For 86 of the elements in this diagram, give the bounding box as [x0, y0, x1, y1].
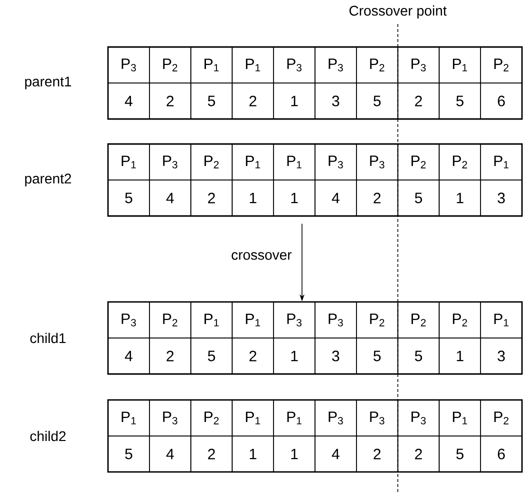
table-cell: P$_{1}$: [480, 302, 522, 338]
table-cell: 2: [397, 82, 440, 120]
table-cell: P$_{3}$: [314, 302, 357, 338]
table-cell: 3: [314, 82, 357, 120]
table-cell: P$_{1}$: [273, 400, 316, 436]
table-cell: P$_{3}$: [314, 400, 357, 436]
table-cell: P$_{3}$: [108, 46, 150, 84]
table-cell: 1: [438, 338, 481, 374]
table-cell: P$_{3}$: [397, 400, 440, 436]
table-cell: 2: [356, 436, 398, 472]
table-cell: P$_{2}$: [149, 302, 192, 338]
table-cell: P$_{3}$: [273, 302, 316, 338]
table-cell: 5: [397, 338, 440, 374]
table-cell: 1: [273, 338, 316, 374]
table-cell: 1: [273, 82, 316, 120]
table-cell: P$_{3}$: [397, 46, 440, 84]
table-cell: 2: [356, 180, 398, 216]
table-cell: P$_{3}$: [149, 144, 192, 180]
table-cell: 5: [356, 338, 398, 374]
table-cell: P$_{1}$: [480, 144, 522, 180]
edge-label: crossover: [232, 252, 292, 260]
table-cell: 1: [273, 436, 316, 472]
table-cell: P$_{1}$: [232, 302, 274, 338]
table-cell: 4: [314, 180, 357, 216]
table-cell: 5: [397, 180, 440, 216]
table-cell: P$_{2}$: [480, 46, 522, 84]
table-cell: 2: [149, 82, 192, 120]
table-cell: P$_{3}$: [314, 46, 357, 84]
table-cell: 2: [232, 338, 274, 374]
table-cell: 2: [190, 180, 233, 216]
table-cell: 2: [397, 436, 440, 472]
table-cell: 5: [438, 82, 481, 120]
table-cell: P$_{1}$: [108, 400, 150, 436]
table-cell: 3: [314, 338, 357, 374]
row-label: parent1: [25, 76, 72, 90]
table-cell: P$_{2}$: [397, 144, 440, 180]
table-cell: 5: [108, 436, 150, 472]
table-cell: 1: [273, 180, 316, 216]
table-cell: 5: [108, 180, 150, 216]
table-cell: P$_{1}$: [232, 400, 274, 436]
table-cell: P$_{1}$: [232, 46, 274, 84]
table-cell: 1: [438, 180, 481, 216]
table-cell: 4: [108, 338, 150, 374]
table-cell: P$_{1}$: [190, 302, 233, 338]
table-cell: 3: [480, 180, 522, 216]
table-cell: 5: [356, 82, 398, 120]
table-cell: 5: [190, 338, 233, 374]
table-cell: P$_{3}$: [149, 400, 192, 436]
table-cell: P$_{1}$: [108, 144, 150, 180]
table-cell: 6: [480, 82, 522, 120]
table-cell: 2: [190, 436, 233, 472]
table-cell: 4: [149, 436, 192, 472]
table-cell: P$_{1}$: [273, 144, 316, 180]
table-cell: P$_{2}$: [356, 302, 398, 338]
table-cell: P$_{1}$: [232, 144, 274, 180]
table-cell: 4: [108, 82, 150, 120]
table-cell: P$_{2}$: [190, 144, 233, 180]
table-cell: P$_{2}$: [149, 46, 192, 84]
row-label: child1: [30, 332, 66, 344]
table-cell: 6: [480, 436, 522, 472]
table-cell: P$_{1}$: [190, 46, 233, 84]
table-cell: P$_{2}$: [190, 400, 233, 436]
table-cell: 5: [190, 82, 233, 120]
row-label: child2: [30, 430, 66, 442]
table-cell: P$_{2}$: [480, 400, 522, 436]
table-cell: P$_{1}$: [438, 400, 481, 436]
table-cell: P$_{2}$: [438, 144, 481, 180]
table-cell: 2: [149, 338, 192, 374]
table-cell: 4: [314, 436, 357, 472]
table-cell: P$_{3}$: [273, 46, 316, 84]
table-cell: P$_{2}$: [356, 46, 398, 84]
table-cell: 5: [438, 436, 481, 472]
row-label: parent2: [25, 174, 72, 186]
table-cell: 2: [232, 82, 274, 120]
table-cell: P$_{3}$: [356, 144, 398, 180]
table-cell: 1: [232, 180, 274, 216]
table-cell: P$_{2}$: [397, 302, 440, 338]
table-cell: P$_{3}$: [314, 144, 357, 180]
title-label: Crossover point: [349, 5, 447, 18]
table-cell: 4: [149, 180, 192, 216]
table-cell: P$_{3}$: [108, 302, 150, 338]
table-cell: P$_{2}$: [438, 302, 481, 338]
table-cell: P$_{1}$: [438, 46, 481, 84]
table-cell: 3: [480, 338, 522, 374]
table-cell: P$_{3}$: [356, 400, 398, 436]
table-cell: 1: [232, 436, 274, 472]
